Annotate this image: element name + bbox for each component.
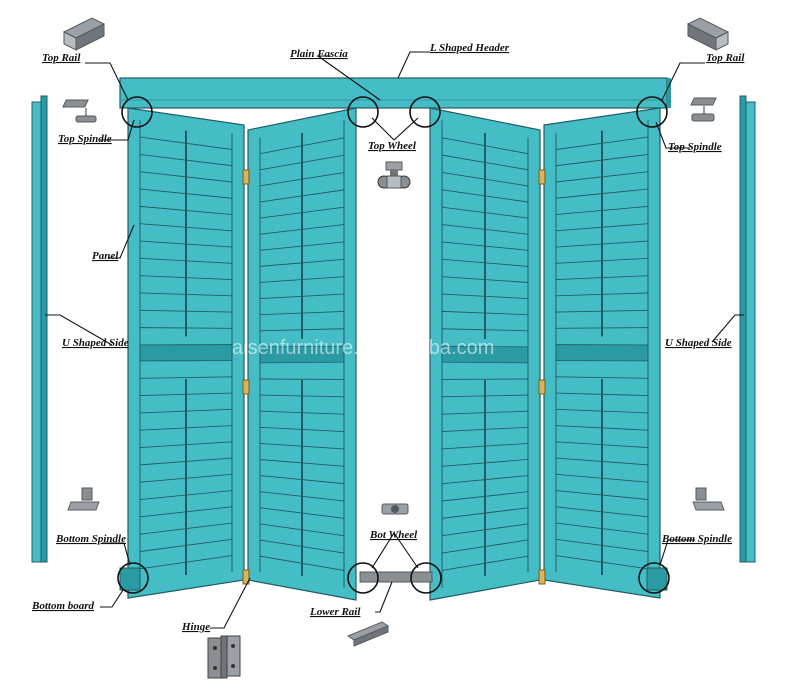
shutter-panel [543, 107, 661, 599]
label-plain-fascia: Plain Fascia [290, 48, 348, 60]
rail-icon [62, 17, 106, 51]
label-bot-wheel: Bot Wheel [369, 529, 418, 541]
bottom-board [119, 567, 668, 591]
u-shaped-side-left [31, 95, 48, 563]
u-shaped-side-right [739, 95, 756, 563]
label-panel: Panel [92, 250, 119, 262]
label-bottom-spindle-left: Bottom Spindle [55, 533, 126, 545]
hinge-icon [242, 379, 250, 395]
label-lower-rail: Lower Rail [309, 606, 361, 618]
label-u-shaped-side-left: U Shaped Side [62, 337, 129, 349]
shutter-panel [247, 107, 357, 601]
louvre-slat [555, 376, 649, 379]
spindle-icon [690, 97, 717, 122]
wheel-icon [381, 503, 409, 515]
spindle-icon [67, 487, 100, 511]
spindle-icon [692, 487, 725, 511]
leader-lines [45, 51, 744, 629]
panel-mid-rail [139, 344, 233, 362]
spindle-icon [62, 99, 97, 123]
top-right-detail-circle [636, 96, 668, 128]
label-top-spindle-right: Top Spindle [668, 141, 722, 153]
bottom-left-detail-circle [117, 562, 149, 594]
shutter-panel [127, 107, 245, 599]
label-bottom-spindle-right: Bottom Spindle [661, 533, 732, 545]
hinge-icon [207, 635, 241, 679]
header-fascia [119, 77, 671, 109]
hinge-icon [242, 569, 250, 585]
bottom-right-detail-circle [638, 562, 670, 594]
wheel-icon [377, 161, 411, 189]
bot-wheel-left-circle [347, 562, 379, 594]
bot-wheel-right-circle [410, 562, 442, 594]
label-l-shaped-header: L Shaped Header [429, 42, 510, 54]
shutter-panels [127, 107, 661, 601]
watermark: aisenfurniture.en.alibaba.com [232, 337, 494, 359]
panel-mid-rail [555, 344, 649, 362]
rail-icon [686, 17, 730, 51]
hinge-icon [242, 169, 250, 185]
rail-icon [346, 621, 390, 647]
labels: Top Rail Top Rail Plain Fascia L Shaped … [31, 42, 745, 633]
label-bottom-board: Bottom board [31, 600, 95, 612]
louvre-slat [139, 376, 233, 379]
hinge-icon [538, 569, 546, 585]
hinge-icon [538, 379, 546, 395]
label-u-shaped-side-right: U Shaped Side [665, 337, 732, 349]
top-left-detail-circle [121, 96, 153, 128]
detail-circles [117, 96, 670, 594]
label-top-spindle-left: Top Spindle [58, 133, 112, 145]
label-top-rail-left: Top Rail [42, 52, 81, 64]
label-top-rail-right: Top Rail [706, 52, 745, 64]
top-wheel-left-circle [347, 96, 379, 128]
label-hinge: Hinge [181, 621, 210, 633]
label-top-wheel: Top Wheel [368, 140, 417, 152]
hinge-icon [538, 169, 546, 185]
top-wheel-right-circle [409, 96, 441, 128]
